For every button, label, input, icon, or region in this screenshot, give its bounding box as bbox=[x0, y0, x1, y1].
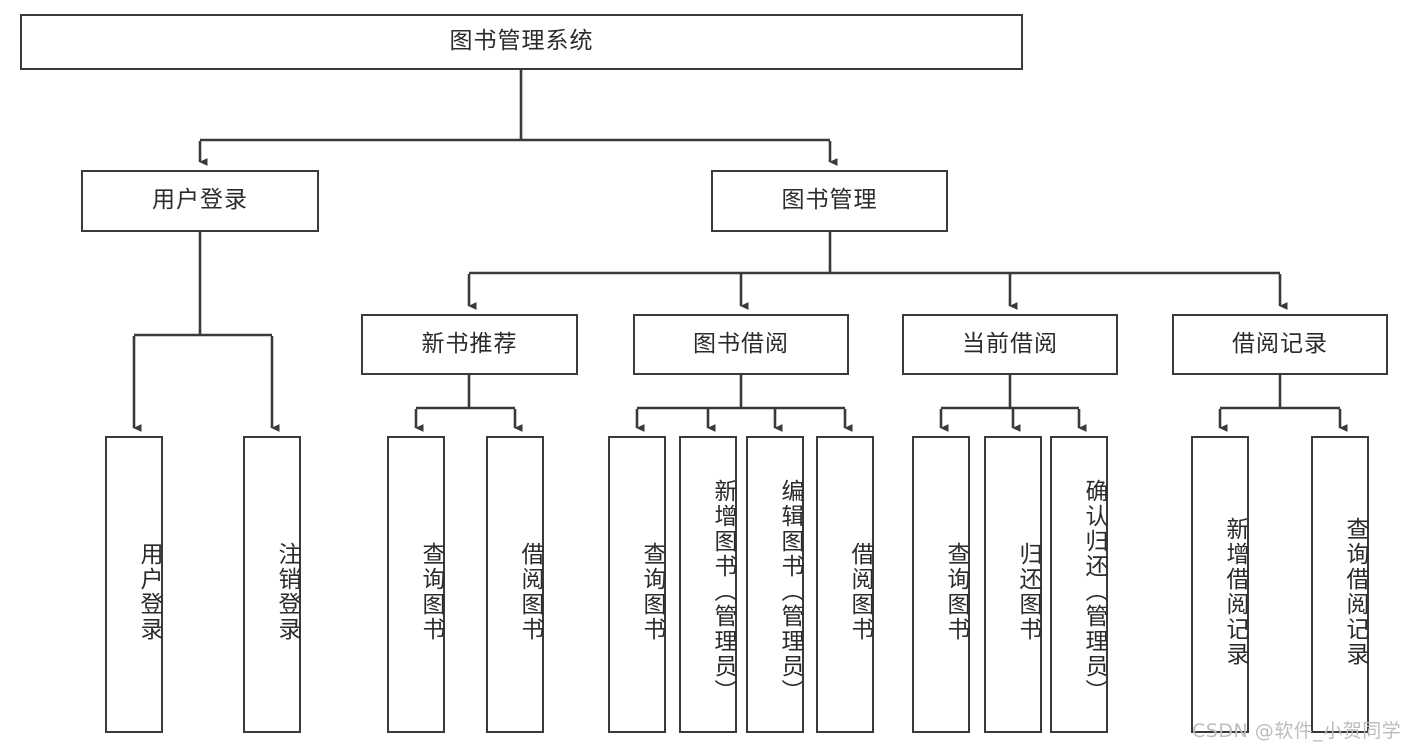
leaf-newbook-query-book-label: 查询图书 bbox=[418, 541, 444, 642]
leaf-borrow-lend-book[interactable]: 借阅图书 bbox=[816, 436, 874, 733]
leaf-newbook-borrow-book-label: 借阅图书 bbox=[517, 541, 543, 642]
leaf-borrow-add-book-admin[interactable]: 新增图书（管理员） bbox=[679, 436, 737, 733]
leaf-logout[interactable]: 注销登录 bbox=[243, 436, 301, 733]
leaf-borrow-add-book-admin-label: 新增图书（管理员） bbox=[710, 479, 736, 704]
node-book-management-label: 图书管理 bbox=[781, 187, 878, 214]
leaf-current-return-book[interactable]: 归还图书 bbox=[984, 436, 1042, 733]
node-user-login-label: 用户登录 bbox=[152, 187, 248, 214]
leaf-records-add-record-label: 新增借阅记录 bbox=[1222, 516, 1248, 667]
leaf-records-query-record[interactable]: 查询借阅记录 bbox=[1311, 436, 1369, 733]
leaf-current-query-book-label: 查询图书 bbox=[943, 541, 969, 642]
leaf-current-confirm-return-admin[interactable]: 确认归还（管理员） bbox=[1050, 436, 1108, 733]
node-new-book-recommend[interactable]: 新书推荐 bbox=[361, 314, 578, 375]
watermark-text: CSDN @软件_小贺同学 bbox=[1192, 720, 1402, 742]
watermark: CSDN @软件_小贺同学 bbox=[1192, 716, 1401, 743]
leaf-records-query-record-label: 查询借阅记录 bbox=[1342, 516, 1368, 667]
leaf-newbook-borrow-book[interactable]: 借阅图书 bbox=[486, 436, 544, 733]
node-root-label: 图书管理系统 bbox=[449, 28, 594, 55]
node-current-borrow[interactable]: 当前借阅 bbox=[902, 314, 1118, 375]
node-new-book-recommend-label: 新书推荐 bbox=[421, 330, 518, 357]
leaf-borrow-edit-book-admin[interactable]: 编辑图书（管理员） bbox=[746, 436, 804, 733]
node-user-login[interactable]: 用户登录 bbox=[81, 170, 319, 232]
node-borrow-records-label: 借阅记录 bbox=[1232, 330, 1328, 357]
node-root[interactable]: 图书管理系统 bbox=[20, 14, 1023, 70]
node-book-management[interactable]: 图书管理 bbox=[711, 170, 948, 232]
node-book-borrow[interactable]: 图书借阅 bbox=[633, 314, 849, 375]
leaf-records-add-record[interactable]: 新增借阅记录 bbox=[1191, 436, 1249, 733]
leaf-borrow-edit-book-admin-label: 编辑图书（管理员） bbox=[777, 479, 803, 704]
node-borrow-records[interactable]: 借阅记录 bbox=[1172, 314, 1388, 375]
leaf-current-return-book-label: 归还图书 bbox=[1015, 541, 1041, 642]
leaf-current-query-book[interactable]: 查询图书 bbox=[912, 436, 970, 733]
leaf-borrow-query-book-label: 查询图书 bbox=[639, 541, 665, 642]
leaf-user-login[interactable]: 用户登录 bbox=[105, 436, 163, 733]
node-current-borrow-label: 当前借阅 bbox=[962, 330, 1058, 357]
leaf-newbook-query-book[interactable]: 查询图书 bbox=[387, 436, 445, 733]
leaf-borrow-query-book[interactable]: 查询图书 bbox=[608, 436, 666, 733]
leaf-current-confirm-return-admin-label: 确认归还（管理员） bbox=[1081, 479, 1107, 704]
node-book-borrow-label: 图书借阅 bbox=[693, 330, 789, 357]
leaf-logout-label: 注销登录 bbox=[274, 541, 300, 642]
leaf-borrow-lend-book-label: 借阅图书 bbox=[847, 541, 873, 642]
leaf-user-login-label: 用户登录 bbox=[136, 541, 162, 642]
